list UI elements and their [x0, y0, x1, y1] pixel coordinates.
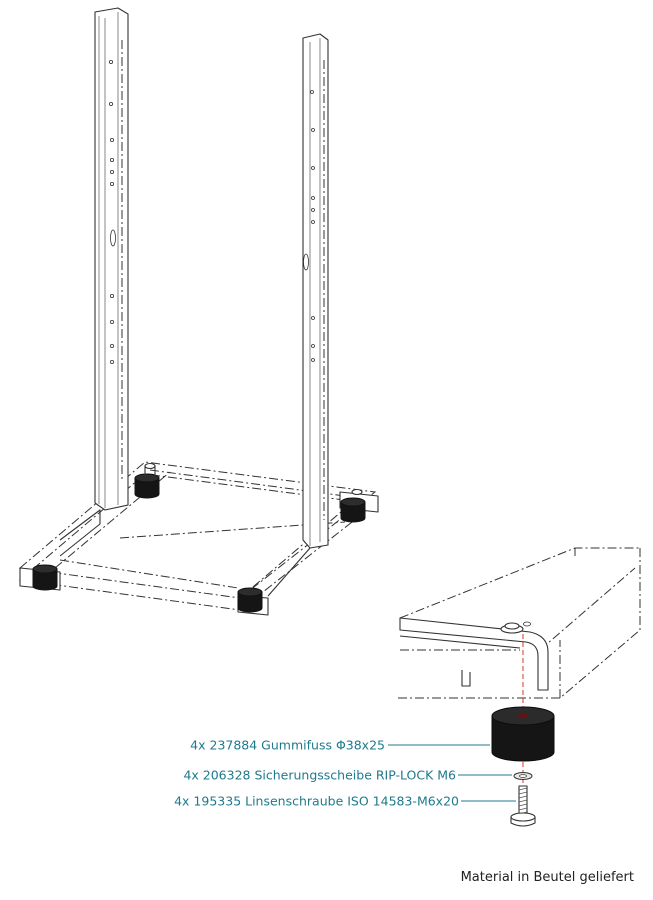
lock-washer-part: [513, 772, 533, 780]
frame-foot-back-left: [134, 462, 160, 499]
pan-screw-part: [510, 785, 536, 827]
callout-rubber-foot: 4x 237884 Gummifuss Φ38x25: [190, 738, 385, 753]
profile-corner: [399, 617, 549, 691]
footer-note: Material in Beutel geliefert: [461, 870, 634, 885]
frame-foot-back-right: [340, 488, 366, 523]
rack-frame: [18, 7, 379, 616]
upright-right: [302, 33, 329, 549]
detail-view: [388, 547, 641, 827]
profile-screw-head: [500, 621, 531, 634]
callout-lock-washer: 4x 206328 Sicherungsscheibe RIP-LOCK M6: [183, 768, 456, 783]
upright-left: [94, 7, 129, 511]
rubber-foot-part: [491, 706, 555, 762]
frame-foot-front-right: [237, 587, 263, 613]
callout-pan-screw: 4x 195335 Linsenschraube ISO 14583-M6x20: [174, 794, 459, 809]
frame-foot-front-left: [32, 564, 58, 591]
